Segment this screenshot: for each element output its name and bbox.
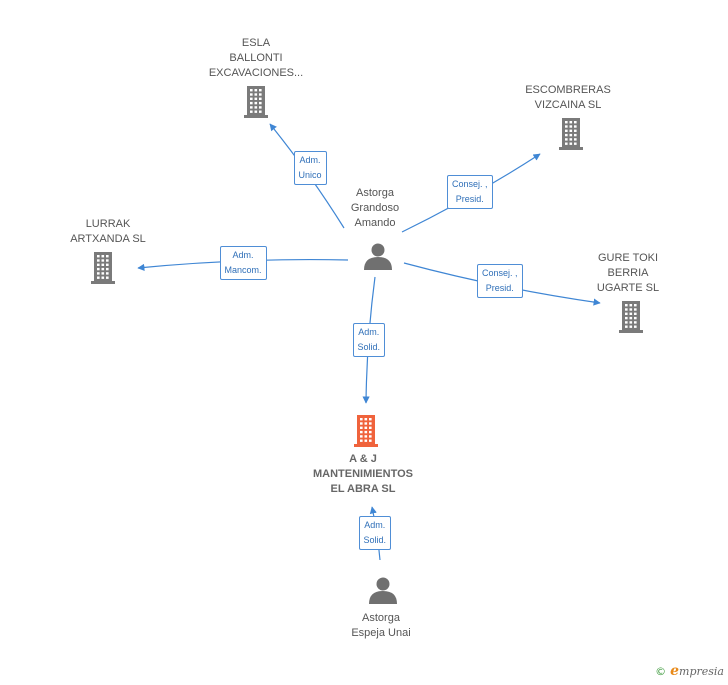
edge-label-e2[interactable]: Consej. , Presid. xyxy=(447,175,493,209)
node-label-line: Astorga xyxy=(356,187,394,199)
person-icon[interactable] xyxy=(364,243,392,271)
edge-label-line: Presid. xyxy=(455,194,484,204)
edge-label-e5[interactable]: Adm. Solid. xyxy=(352,323,386,357)
edge-label-line: Adm. xyxy=(299,155,321,165)
edge-label-e1[interactable]: Adm. Unico xyxy=(293,151,327,185)
node-label-line: VIZCAINA SL xyxy=(534,99,602,111)
edge-label-line: Solid. xyxy=(363,535,387,545)
node-label-line: Espeja Unai xyxy=(351,627,411,639)
edge-label-e4[interactable]: Consej. , Presid. xyxy=(477,264,523,298)
icons-layer xyxy=(91,86,643,604)
node-label-line: GURE TOKI xyxy=(597,252,659,264)
edge-label-e6[interactable]: Adm. Solid. xyxy=(358,516,392,550)
node-label-esla[interactable]: ESLA BALLONTI EXCAVACIONES... xyxy=(196,36,316,81)
edge-label-line: Mancom. xyxy=(224,265,262,275)
node-label-line: LURRAK xyxy=(85,218,131,230)
node-label-line: Grandoso xyxy=(350,202,400,214)
node-label-line: ESCOMBRERAS xyxy=(525,84,611,96)
building-icon[interactable] xyxy=(619,301,643,333)
building-icon[interactable] xyxy=(91,252,115,284)
edge-label-line: Adm. xyxy=(364,520,386,530)
node-label-line: A & J xyxy=(349,453,377,465)
person-icon[interactable] xyxy=(369,577,397,605)
node-label-gure[interactable]: GURE TOKI BERRIA UGARTE SL xyxy=(568,251,688,296)
building-icon[interactable] xyxy=(244,86,268,118)
edge-label-line: Adm. xyxy=(232,250,254,260)
node-label-line: BERRIA xyxy=(607,267,649,279)
edge-label-e3[interactable]: Adm. Mancom. xyxy=(219,246,267,280)
node-label-line: Astorga xyxy=(362,612,400,624)
node-label-aj[interactable]: A & J MANTENIMIENTOS EL ABRA SL xyxy=(293,452,433,497)
node-label-line: EL ABRA SL xyxy=(330,483,396,495)
node-label-line: BALLONTI xyxy=(229,52,283,64)
building-icon[interactable] xyxy=(354,415,378,447)
copyright-icon: © xyxy=(655,665,667,678)
node-label-escombreras[interactable]: ESCOMBRERAS VIZCAINA SL xyxy=(508,83,628,113)
edge-label-line: Consej. , xyxy=(482,268,518,278)
edge-label-line: Solid. xyxy=(357,342,381,352)
node-label-line: ARTXANDA SL xyxy=(70,233,146,245)
building-icon[interactable] xyxy=(559,118,583,150)
edge-label-line: Presid. xyxy=(485,283,514,293)
edge-label-line: Consej. , xyxy=(452,179,488,189)
node-label-line: ESLA xyxy=(241,37,271,49)
node-label-line: MANTENIMIENTOS xyxy=(312,468,414,480)
brand-initial: e xyxy=(670,663,680,679)
node-label-line: UGARTE SL xyxy=(596,282,660,294)
node-label-lurrak[interactable]: LURRAK ARTXANDA SL xyxy=(48,217,168,247)
node-label-line: EXCAVACIONES... xyxy=(208,67,304,79)
edge-label-line: Adm. xyxy=(358,327,380,337)
node-label-line: Amando xyxy=(354,217,396,229)
empresia-logo[interactable]: ©empresia xyxy=(655,663,724,679)
brand-name: mpresia xyxy=(679,665,724,678)
edge-label-line: Unico xyxy=(298,170,322,180)
